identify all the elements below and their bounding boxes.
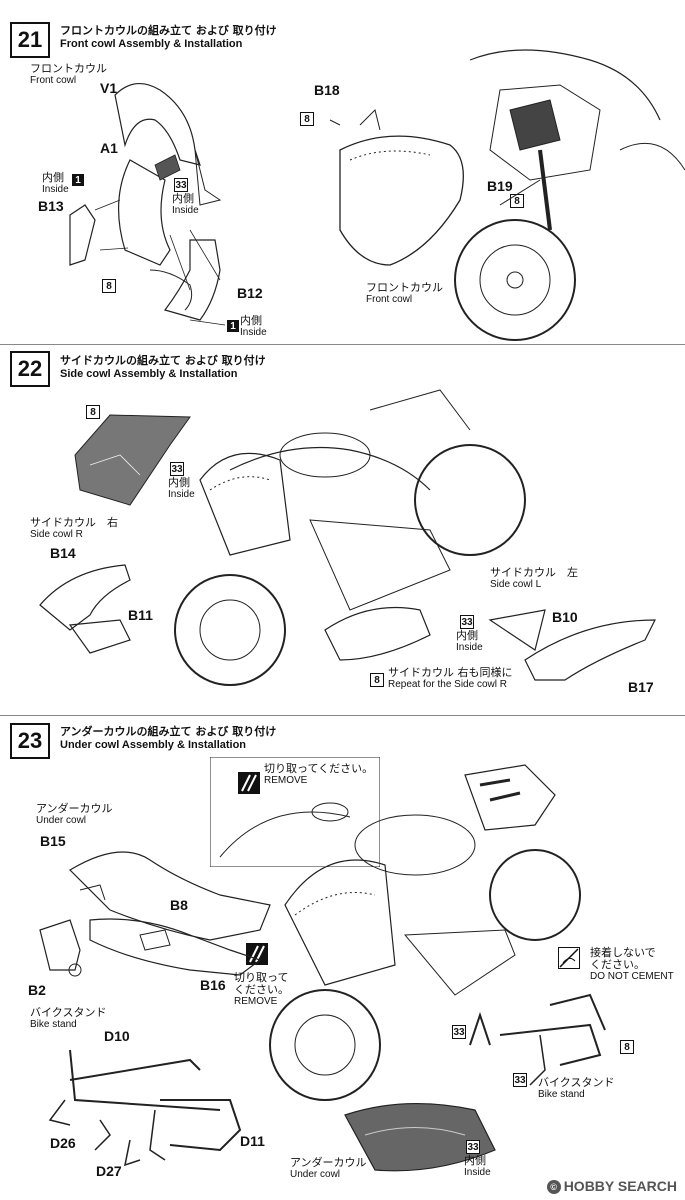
part-B2: B2: [28, 982, 46, 998]
part-B16: B16: [200, 977, 226, 993]
part-A1: A1: [100, 140, 118, 156]
watermark-logo: ©HOBBY SEARCH: [546, 1178, 677, 1194]
tag-33: 33: [170, 462, 184, 476]
part-B13: B13: [38, 198, 64, 214]
divider: [0, 344, 685, 345]
part-B15: B15: [40, 833, 66, 849]
part-B14: B14: [50, 545, 76, 561]
tag-33: 33: [174, 178, 188, 192]
part-D27: D27: [96, 1163, 122, 1179]
bike-stand-exploded-drawing: [48, 1049, 242, 1167]
divider: [0, 715, 685, 716]
step-number: 22: [10, 351, 50, 387]
step-title-en: Under cowl Assembly & Installation: [60, 739, 247, 751]
step-21: 21 フロントカウルの組み立て および 取り付け Front cowl Asse…: [0, 0, 685, 345]
part-D11: D11: [240, 1133, 265, 1149]
remove-inset-frame: [210, 757, 380, 867]
part-B17: B17: [628, 679, 654, 695]
tag-8: 8: [300, 112, 314, 126]
motorcycle-side-drawing: [174, 389, 526, 686]
step-title-en: Side cowl Assembly & Installation: [60, 368, 238, 380]
tag-8: 8: [370, 673, 384, 687]
part-B11: B11: [128, 607, 153, 623]
tag-1: 1: [227, 320, 239, 332]
part-B18: B18: [314, 82, 340, 98]
side-cowl-r-inner-drawing: [74, 414, 191, 506]
tag-8: 8: [86, 405, 100, 419]
motorcycle-front-drawing: [329, 49, 685, 341]
tag-33: 33: [460, 615, 474, 629]
step-22: 22 サイドカウルの組み立て および 取り付け Side cowl Assemb…: [0, 345, 685, 715]
step-23: 23 アンダーカウルの組み立て および 取り付け Under cowl Asse…: [0, 715, 685, 1200]
part-V1: V1: [100, 80, 118, 96]
tag-8: 8: [620, 1040, 634, 1054]
part-B8: B8: [170, 897, 188, 913]
remove-label: 切り取ってください。REMOVE: [264, 762, 374, 787]
part-D10: D10: [104, 1028, 130, 1044]
part-B10: B10: [552, 609, 578, 625]
do-not-cement-icon: [558, 947, 580, 969]
do-not-cement-label: 接着しないでください。DO NOT CEMENT: [590, 946, 674, 983]
step-title-jp: サイドカウルの組み立て および 取り付け: [60, 354, 266, 367]
tag-33: 33: [466, 1140, 480, 1154]
front-cowl-exploded-drawing: [69, 83, 226, 326]
side-cowl-r-drawing: [39, 564, 131, 654]
step-title-jp: アンダーカウルの組み立て および 取り付け: [60, 725, 277, 738]
tag-1: 1: [72, 174, 84, 186]
remove-label-2: 切り取ってください。REMOVE: [234, 971, 289, 1008]
bike-stand-installed-drawing: [469, 993, 606, 1086]
step-title-jp: フロントカウルの組み立て および 取り付け: [60, 24, 277, 37]
tag-33: 33: [452, 1025, 466, 1039]
step-number: 21: [10, 22, 50, 58]
under-cowl-exploded-drawing: [39, 851, 271, 977]
side-cowl-l-drawing: [488, 609, 656, 681]
tag-33: 33: [513, 1073, 527, 1087]
tag-8: 8: [102, 279, 116, 293]
step-title-en: Front cowl Assembly & Installation: [60, 38, 243, 50]
part-B12: B12: [237, 285, 263, 301]
step-number: 23: [10, 723, 50, 759]
part-B19: B19: [487, 178, 513, 194]
motorcycle-under-drawing: [269, 764, 581, 1172]
part-D26: D26: [50, 1135, 76, 1151]
